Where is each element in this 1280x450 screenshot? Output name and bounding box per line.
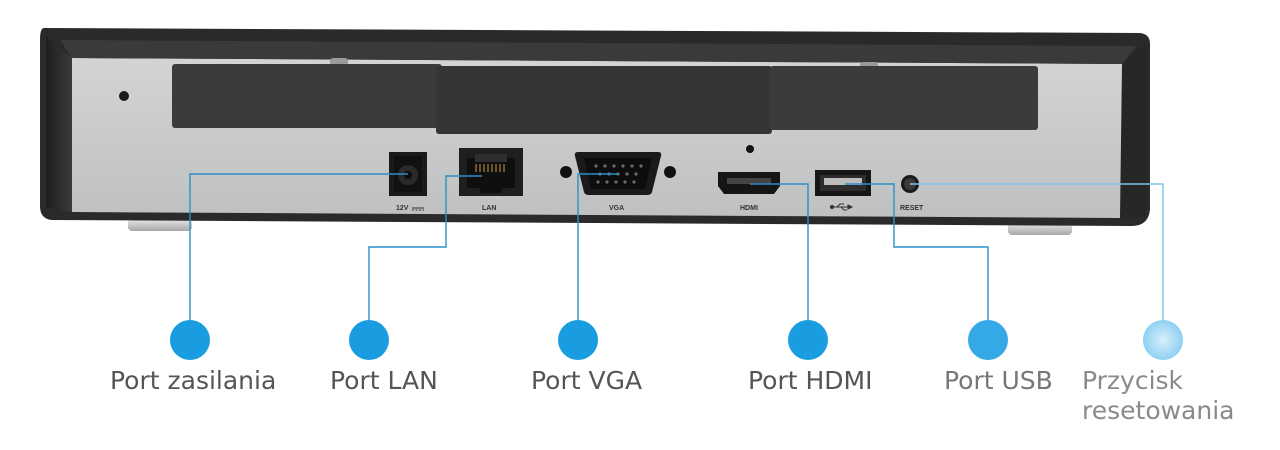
left-side-bevel <box>46 36 72 212</box>
callout-dot-usb <box>968 320 1008 360</box>
power-port-label: 12V <box>396 205 409 212</box>
callout-dot-hdmi <box>788 320 828 360</box>
leader-line-usb <box>845 183 989 330</box>
lan-port: LAN <box>459 148 523 212</box>
callout-dot-lan <box>349 320 389 360</box>
usb-port <box>815 170 871 211</box>
callout-label-reset: Przycisk resetowania <box>1082 366 1235 425</box>
slot-bar-left <box>172 64 442 128</box>
callout-label-usb: Port USB <box>944 366 1053 395</box>
callout-label-power: Port zasilania <box>110 366 277 395</box>
leader-line-vga <box>577 173 618 330</box>
leader-line-power <box>189 173 408 330</box>
leader-line-reset <box>910 183 1164 330</box>
callout-dot-reset <box>1143 320 1183 360</box>
lan-port-label: LAN <box>482 205 496 212</box>
leader-line-lan <box>368 175 482 330</box>
leader-line-hdmi <box>750 183 809 330</box>
hdmi-port: HDMI <box>718 145 780 212</box>
slot-bar-right <box>770 66 1038 130</box>
usb-icon <box>829 203 854 211</box>
screw-hole <box>119 91 129 101</box>
top-lip <box>60 40 1136 64</box>
callout-label-hdmi: Port HDMI <box>748 366 873 395</box>
right-foot <box>1008 223 1072 235</box>
callout-dot-power <box>170 320 210 360</box>
left-foot <box>128 219 192 231</box>
vga-port-label: VGA <box>609 205 624 212</box>
callout-dot-vga <box>558 320 598 360</box>
callout-label-vga: Port VGA <box>531 366 643 395</box>
reset-button-label: RESET <box>900 205 924 212</box>
slot-bar-middle <box>436 66 772 134</box>
right-side-bevel <box>1120 42 1146 218</box>
callout-label-lan: Port LAN <box>330 366 438 395</box>
hdmi-port-label: HDMI <box>740 205 758 212</box>
